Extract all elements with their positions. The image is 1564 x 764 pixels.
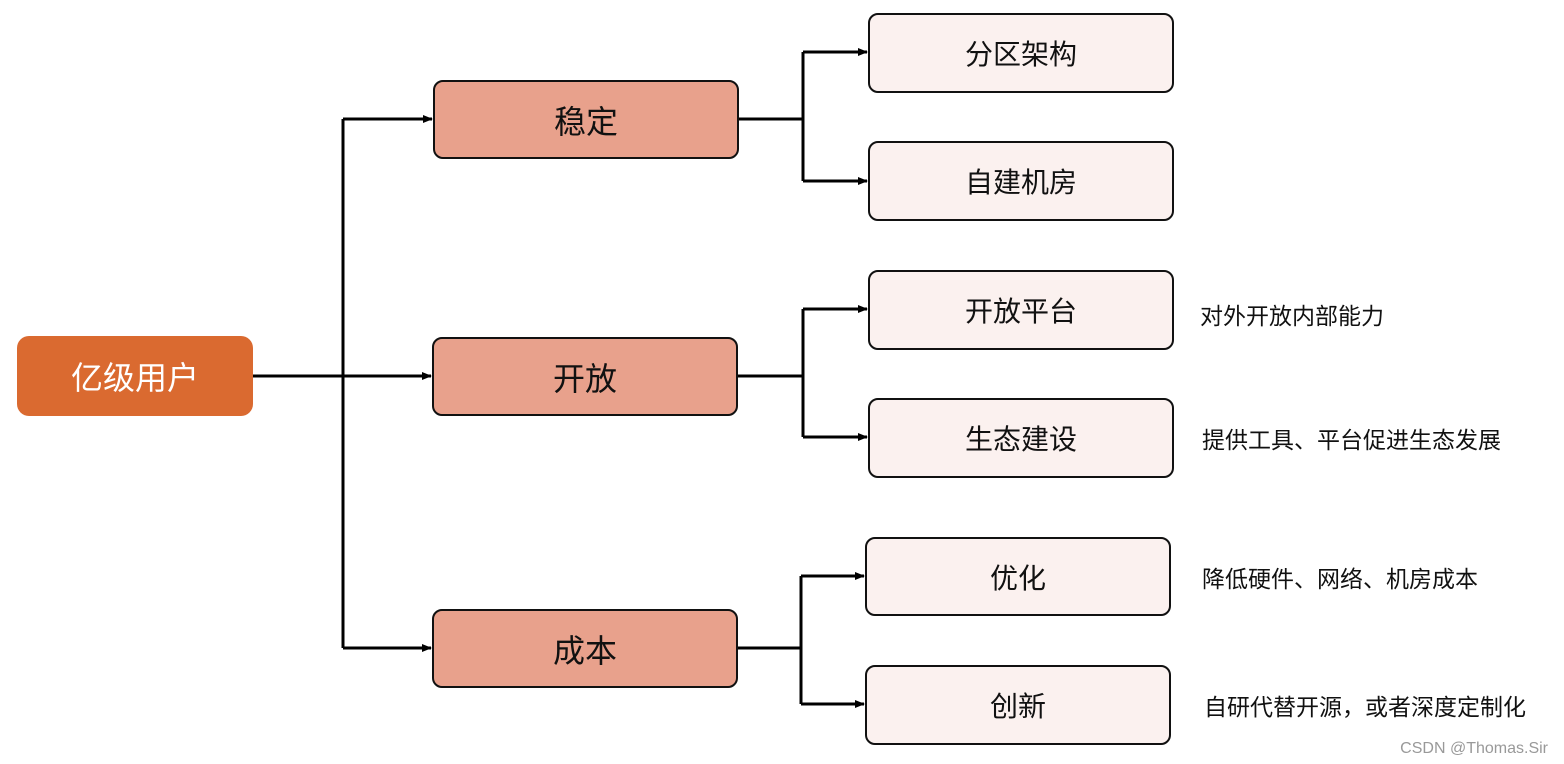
leaf-platform: 开放平台: [868, 270, 1174, 350]
leaf-innovate: 创新: [865, 665, 1171, 745]
note-innovate: 自研代替开源，或者深度定制化: [1204, 695, 1526, 721]
leaf-label: 优化: [989, 561, 1046, 595]
branch-open: 开放: [432, 337, 738, 416]
connector-stable: [738, 52, 805, 181]
leaf-label: 创新: [989, 690, 1046, 723]
root-node: 亿级用户: [17, 336, 253, 416]
note-ecosystem: 提供工具、平台促进生态发展: [1202, 428, 1501, 454]
connector-open: [737, 309, 805, 437]
root-label: 亿级用户: [70, 359, 199, 397]
leaf-label: 分区架构: [964, 38, 1077, 71]
leaf-label: 自建机房: [964, 166, 1077, 199]
branch-stable: 稳定: [433, 80, 739, 159]
note-optimize: 降低硬件、网络、机房成本: [1202, 567, 1478, 593]
note-platform: 对外开放内部能力: [1200, 304, 1384, 330]
leaf-ecosystem: 生态建设: [868, 398, 1174, 478]
branch-label: 稳定: [553, 102, 618, 141]
branch-label: 成本: [552, 631, 617, 670]
leaf-label: 开放平台: [964, 295, 1077, 328]
watermark: CSDN @Thomas.Sir: [1400, 740, 1548, 757]
leaf-partition: 分区架构: [868, 13, 1174, 93]
branch-cost: 成本: [432, 609, 738, 688]
branch-label: 开放: [552, 359, 617, 398]
leaf-label: 生态建设: [964, 423, 1077, 456]
leaf-optimize: 优化: [865, 537, 1171, 616]
leaf-datacenter: 自建机房: [868, 141, 1174, 221]
connector-cost: [737, 576, 803, 704]
